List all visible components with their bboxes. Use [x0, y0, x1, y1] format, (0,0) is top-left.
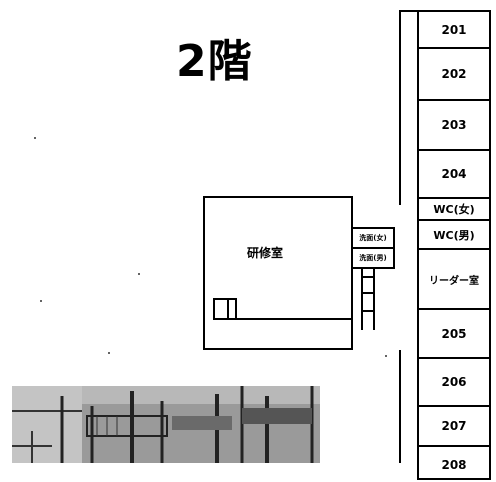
stairs-mark — [373, 268, 375, 330]
room-205: 205 — [419, 310, 489, 359]
stairs-mark — [361, 268, 363, 330]
floor-title: 2階 — [176, 36, 253, 87]
speck — [138, 273, 140, 275]
bunk-bed-photo — [12, 386, 320, 463]
room-leader: リーダー室 — [419, 250, 489, 310]
room-wc-male: WC(男) — [419, 221, 489, 250]
room-203: 203 — [419, 101, 489, 151]
room-207: 207 — [419, 407, 489, 447]
stairs-mark — [361, 310, 375, 312]
room-202: 202 — [419, 49, 489, 101]
stairs-mark — [361, 292, 375, 294]
speck — [385, 355, 387, 357]
room-204: 204 — [419, 151, 489, 199]
stairs-mark — [213, 298, 215, 320]
bunk-bed-image — [12, 386, 320, 463]
corridor-wall-top — [399, 10, 419, 12]
stairs-mark — [235, 298, 237, 320]
stairs-mark — [361, 276, 375, 278]
speck — [34, 137, 36, 139]
training-room-label: 研修室 — [247, 246, 284, 260]
room-208: 208 — [441, 457, 467, 472]
room-201: 201 — [419, 12, 489, 49]
room-206: 206 — [419, 359, 489, 407]
training-room: 研修室 — [203, 196, 353, 350]
stairs-mark — [227, 298, 229, 320]
washroom-female: 洗面(女) — [353, 227, 395, 249]
stairs-mark — [213, 318, 353, 320]
corridor-wall-left-lower — [399, 350, 401, 463]
corridor-wall-left — [399, 10, 401, 205]
speck — [108, 352, 110, 354]
washroom-male: 洗面(男) — [353, 247, 395, 269]
room-wc-female: WC(女) — [419, 199, 489, 221]
stairs-mark — [213, 298, 237, 300]
room-column: 201 202 203 204 WC(女) WC(男) リーダー室 205 20… — [417, 10, 491, 480]
speck — [40, 300, 42, 302]
